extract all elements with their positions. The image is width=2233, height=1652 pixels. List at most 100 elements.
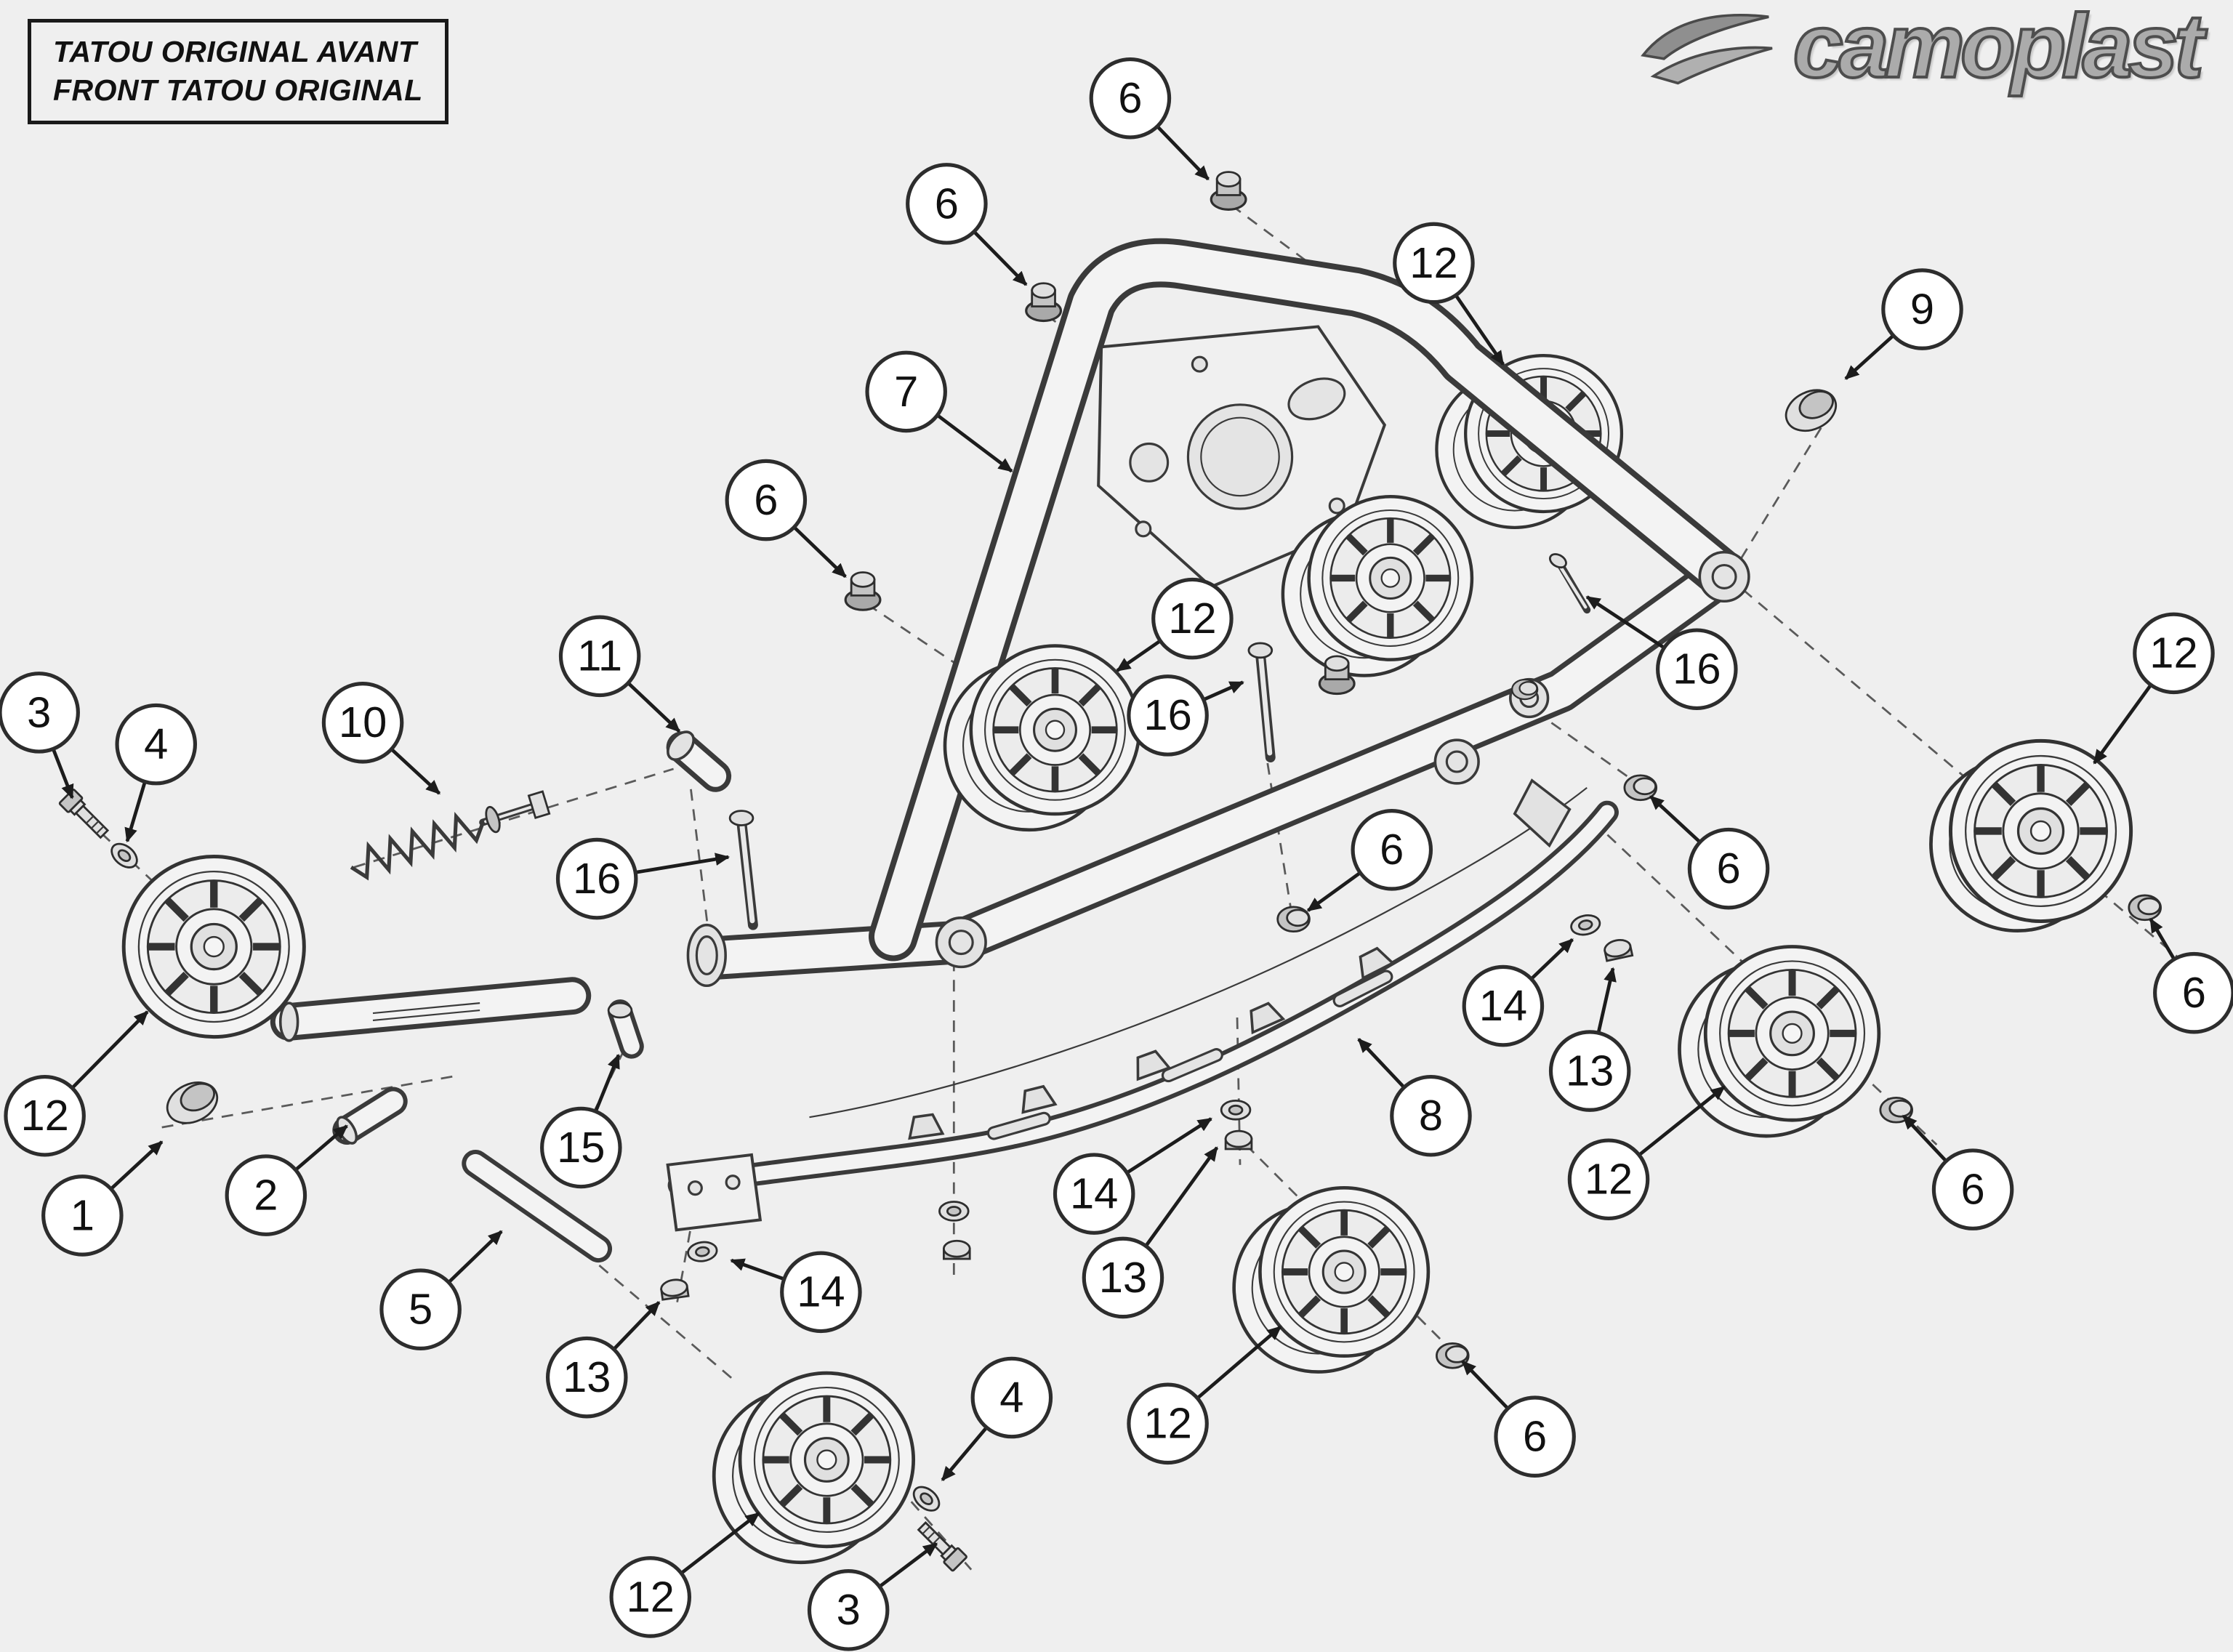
callout-arrow <box>2149 918 2176 961</box>
callout-16: 16 <box>1127 674 1244 757</box>
callout-circle <box>1656 628 1738 711</box>
callout-circle <box>1931 1148 2014 1230</box>
callout-arrow <box>1649 794 1702 844</box>
callout-number: 16 <box>573 854 621 903</box>
callout-number: 6 <box>1961 1165 1985 1214</box>
callout-number: 3 <box>837 1585 861 1634</box>
callout-arrow <box>1454 294 1505 366</box>
callout-number: 13 <box>1099 1253 1147 1302</box>
callout-number: 15 <box>557 1123 605 1172</box>
callout-14: 14 <box>730 1251 862 1334</box>
washer-14 <box>1220 1099 1252 1121</box>
plug-6 <box>2128 894 2162 922</box>
callout-number: 12 <box>627 1572 675 1621</box>
plug-6 <box>1511 678 1539 701</box>
callout-number: 9 <box>1910 284 1934 333</box>
title-line-2: FRONT TATOU ORIGINAL <box>53 73 423 108</box>
callout-arrow <box>730 1258 785 1281</box>
callout-12: 12 <box>609 1512 760 1638</box>
washer-14 <box>1568 911 1603 938</box>
callout-circle <box>545 1336 628 1419</box>
track-guide-tabs <box>908 946 1396 1140</box>
callout-number: 8 <box>1419 1091 1443 1140</box>
callout-3: 3 <box>0 672 80 799</box>
callout-circle <box>41 1174 124 1257</box>
callout-3: 3 <box>807 1542 938 1651</box>
callout-circle <box>807 1569 890 1651</box>
washer-14 <box>938 1201 970 1222</box>
callout-number: 16 <box>1673 645 1721 693</box>
callout-arrow <box>936 414 1013 473</box>
callout-arrow <box>1116 639 1162 672</box>
callout-4: 4 <box>941 1356 1053 1481</box>
callout-arrow <box>390 748 441 795</box>
nut-13 <box>1224 1129 1253 1151</box>
callout-circle <box>1127 674 1209 757</box>
wheel-bottom-left <box>740 1373 914 1547</box>
callout-circle <box>609 1556 692 1638</box>
callout-circle <box>780 1251 862 1334</box>
callout-circle <box>1548 1030 1631 1112</box>
a-frame-tube <box>868 238 1750 962</box>
callout-12: 12 <box>1127 1325 1282 1465</box>
callout-8: 8 <box>1357 1038 1472 1157</box>
callout-arrow <box>1202 680 1244 701</box>
callout-circle <box>558 615 641 698</box>
callout-arrow <box>1638 1085 1726 1157</box>
callout-10: 10 <box>321 682 441 795</box>
callout-number: 11 <box>577 632 622 680</box>
callout-circle <box>725 459 808 541</box>
callout-circle <box>1687 827 1770 910</box>
callout-arrow <box>1902 1114 1948 1163</box>
callout-arrow <box>110 1140 164 1190</box>
callout-arrow <box>1461 1360 1510 1410</box>
callout-arrow <box>51 748 74 799</box>
callout-circle <box>1082 1236 1164 1319</box>
callout-5: 5 <box>379 1230 503 1350</box>
callout-number: 13 <box>1566 1046 1614 1095</box>
callout-arrow <box>294 1124 348 1172</box>
callout-12: 12 <box>1116 577 1234 672</box>
callout-circle <box>2153 951 2233 1034</box>
callout-arrow <box>124 781 147 843</box>
callout-number: 7 <box>894 367 918 416</box>
callout-7: 7 <box>865 350 1013 473</box>
callout-arrow <box>1596 967 1617 1033</box>
callout-circle <box>906 163 988 245</box>
nut-6 <box>1318 655 1356 696</box>
callout-circle <box>1390 1074 1472 1157</box>
callout-number: 6 <box>1523 1412 1547 1461</box>
callout-number: 10 <box>339 698 387 746</box>
callout-number: 4 <box>999 1373 1023 1422</box>
callout-circle <box>0 672 80 754</box>
callout-number: 12 <box>2149 629 2197 677</box>
callout-circle <box>1494 1395 1576 1478</box>
callout-circle <box>1351 809 1433 891</box>
washer-14 <box>685 1239 720 1265</box>
washer-4 <box>908 1481 945 1517</box>
nut-13 <box>659 1277 690 1301</box>
callout-arrow <box>1357 1038 1406 1089</box>
callout-arrow <box>1156 125 1210 181</box>
plug-6 <box>1276 906 1311 933</box>
callout-6: 6 <box>1461 1360 1576 1478</box>
callout-number: 14 <box>797 1268 845 1316</box>
logo-bird-icon <box>1640 14 1773 85</box>
callout-arrow <box>1844 334 1895 380</box>
callout-arrow <box>1529 938 1574 980</box>
callout-9: 9 <box>1844 268 1963 380</box>
callout-arrow <box>627 681 681 733</box>
callout-circle <box>1881 268 1963 350</box>
callout-arrow <box>1196 1325 1282 1400</box>
spring-10 <box>350 790 551 881</box>
callout-15: 15 <box>540 1053 622 1189</box>
callout-number: 1 <box>71 1190 94 1239</box>
callout-16: 16 <box>1585 595 1738 711</box>
callout-circle <box>1462 964 1545 1047</box>
callout-13: 13 <box>545 1301 661 1419</box>
callout-circle <box>1567 1138 1650 1220</box>
callout-12: 12 <box>4 1010 149 1157</box>
